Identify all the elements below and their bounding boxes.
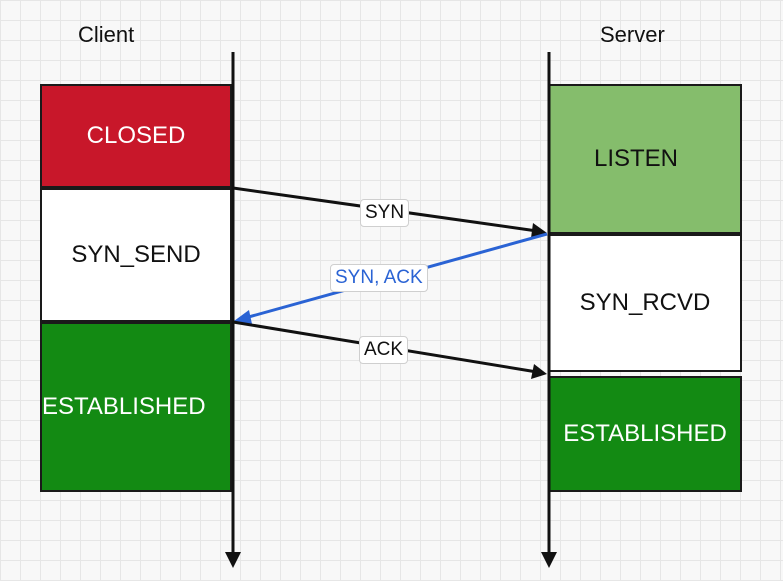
- client-state-syn-send-label: SYN_SEND: [71, 241, 201, 268]
- client-state-established: ESTABLISHED: [40, 322, 232, 492]
- client-state-closed: CLOSED: [40, 84, 232, 188]
- ack-label: ACK: [359, 336, 409, 364]
- server-timeline: [541, 52, 557, 568]
- server-title: Server: [600, 22, 665, 47]
- server-state-syn-rcvd: SYN_RCVD: [548, 234, 742, 372]
- server-state-listen: LISTEN: [548, 84, 742, 234]
- syn-ack-label: SYN, ACK: [330, 264, 428, 292]
- client-state-syn-send: SYN_SEND: [40, 188, 232, 322]
- server-state-syn-rcvd-label: SYN_RCVD: [579, 289, 711, 316]
- client-timeline: [225, 52, 241, 568]
- syn-label: SYN: [360, 199, 410, 227]
- client-state-closed-label: CLOSED: [86, 122, 186, 149]
- client-state-established-label: ESTABLISHED: [42, 393, 206, 420]
- server-state-listen-label: LISTEN: [593, 145, 679, 172]
- client-title: Client: [78, 22, 135, 47]
- server-state-established-label: ESTABLISHED: [563, 420, 727, 447]
